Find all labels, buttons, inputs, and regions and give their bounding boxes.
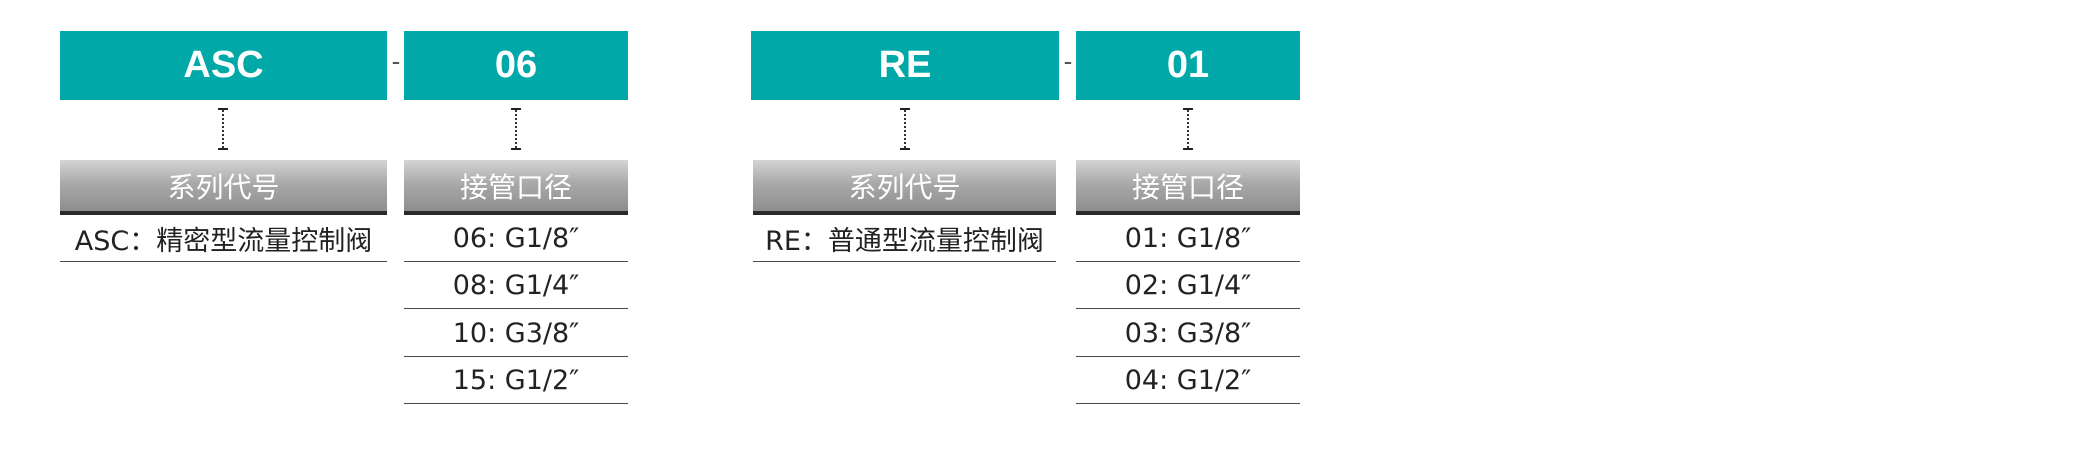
size-code-box: 06 xyxy=(404,31,628,100)
size-item: 04: G1/2″ xyxy=(1076,357,1300,404)
size-item: 10: G3/8″ xyxy=(404,310,628,357)
connector-series xyxy=(898,108,912,150)
size-item: 15: G1/2″ xyxy=(404,357,628,404)
series-header: 系列代号 xyxy=(753,160,1056,215)
size-item: 02: G1/4″ xyxy=(1076,262,1300,309)
size-item: 03: G3/8″ xyxy=(1076,310,1300,357)
connector-size xyxy=(509,108,523,150)
series-header: 系列代号 xyxy=(60,160,387,215)
size-item: 08: G1/4″ xyxy=(404,262,628,309)
separator-dash: - xyxy=(391,46,401,76)
series-item: RE：普通型流量控制阀 xyxy=(753,215,1056,262)
size-item: 06: G1/8″ xyxy=(404,215,628,262)
size-item: 01: G1/8″ xyxy=(1076,215,1300,262)
series-code-box: RE xyxy=(751,31,1059,100)
connector-size xyxy=(1181,108,1195,150)
series-item: ASC：精密型流量控制阀 xyxy=(60,215,387,262)
size-code-box: 01 xyxy=(1076,31,1300,100)
connector-series xyxy=(216,108,230,150)
size-header: 接管口径 xyxy=(1076,160,1300,215)
size-header: 接管口径 xyxy=(404,160,628,215)
separator-dash: - xyxy=(1063,46,1073,76)
series-code-box: ASC xyxy=(60,31,387,100)
